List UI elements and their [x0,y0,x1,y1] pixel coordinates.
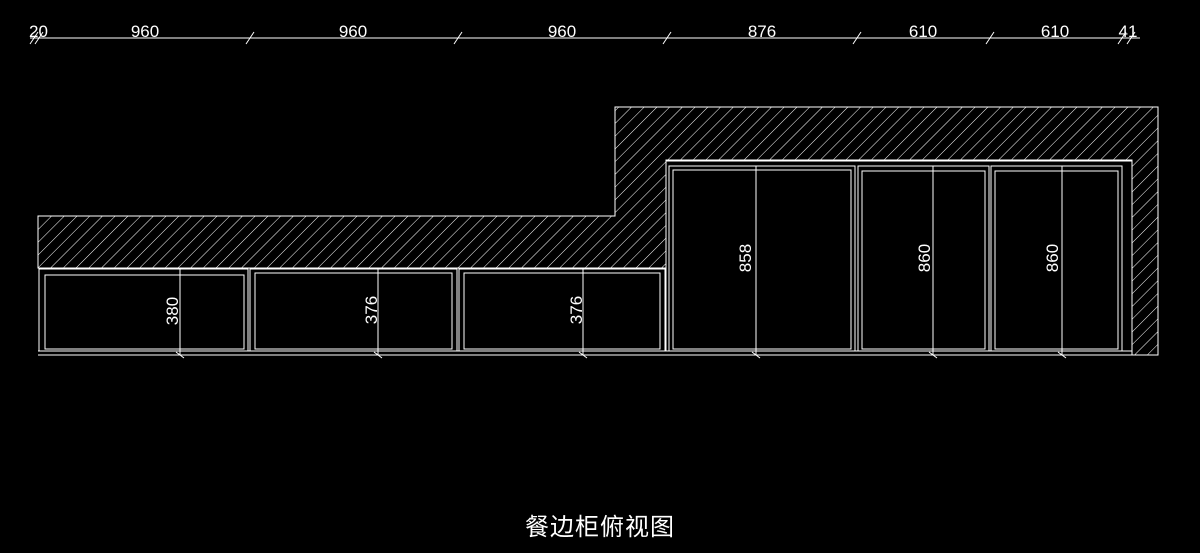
tick-mark [852,31,862,45]
dim-label-1: 960 [131,22,159,41]
cabinet-2-inner [254,272,453,350]
dim-label-4: 876 [748,22,776,41]
cabinet-1: 380 [38,268,249,359]
drawing-title: 餐边柜俯视图 [525,513,675,541]
cabinet-3-inner [463,272,661,350]
tick-mark [1126,31,1136,45]
cabinet-6-frame [990,165,1123,352]
tick-mark [1057,351,1067,359]
tick-mark [245,31,255,45]
dim-label-2: 960 [339,22,367,41]
cabinet-2-frame [249,268,458,352]
tall-cabinet-row: 858 860 860 [665,160,1133,359]
cabinet-6-inner [994,170,1119,350]
cabinet-5-inner [861,170,986,350]
dim-label-7: 41 [1119,22,1138,41]
cabinet-3-frame [458,268,666,352]
cabinet-6: 860 [990,165,1123,359]
tick-mark [662,31,672,45]
cabinet-4-inner [672,169,852,350]
tick-mark [373,351,383,359]
cabinet-4-depth: 858 [736,244,755,272]
cabinet-5-depth: 860 [915,244,934,272]
dim-label-5: 610 [909,22,937,41]
hatched-wall-section [37,106,1159,356]
cabinet-3: 376 [458,268,666,359]
tick-mark [985,31,995,45]
dim-label-6: 610 [1041,22,1069,41]
cabinet-6-depth: 860 [1043,244,1062,272]
tick-mark [751,351,761,359]
cabinet-1-frame [38,268,249,352]
cabinet-1-inner [44,274,245,350]
tick-mark [578,351,588,359]
tick-mark [453,31,463,45]
top-dimension-chain: 20 960 960 960 876 610 610 41 [29,22,1140,45]
cabinet-5: 860 [857,165,990,359]
low-cabinet-row: 380 376 376 [38,267,1132,359]
tick-mark [34,31,44,45]
dimension-ticks [29,31,1136,45]
cabinet-2-depth: 376 [362,296,381,324]
cabinet-3-depth: 376 [567,296,586,324]
wall-hatch-fill [37,106,1159,356]
cabinet-4-frame [668,165,856,352]
cabinet-5-frame [857,165,990,352]
tick-mark [928,351,938,359]
dim-label-0: 20 [29,22,48,41]
tick-mark [175,351,185,359]
cabinet-2: 376 [249,268,458,359]
tick-mark [1117,31,1127,45]
cabinet-4: 858 [668,165,856,359]
cabinet-1-depth: 380 [163,297,182,325]
dim-label-3: 960 [548,22,576,41]
tick-mark [29,31,39,45]
